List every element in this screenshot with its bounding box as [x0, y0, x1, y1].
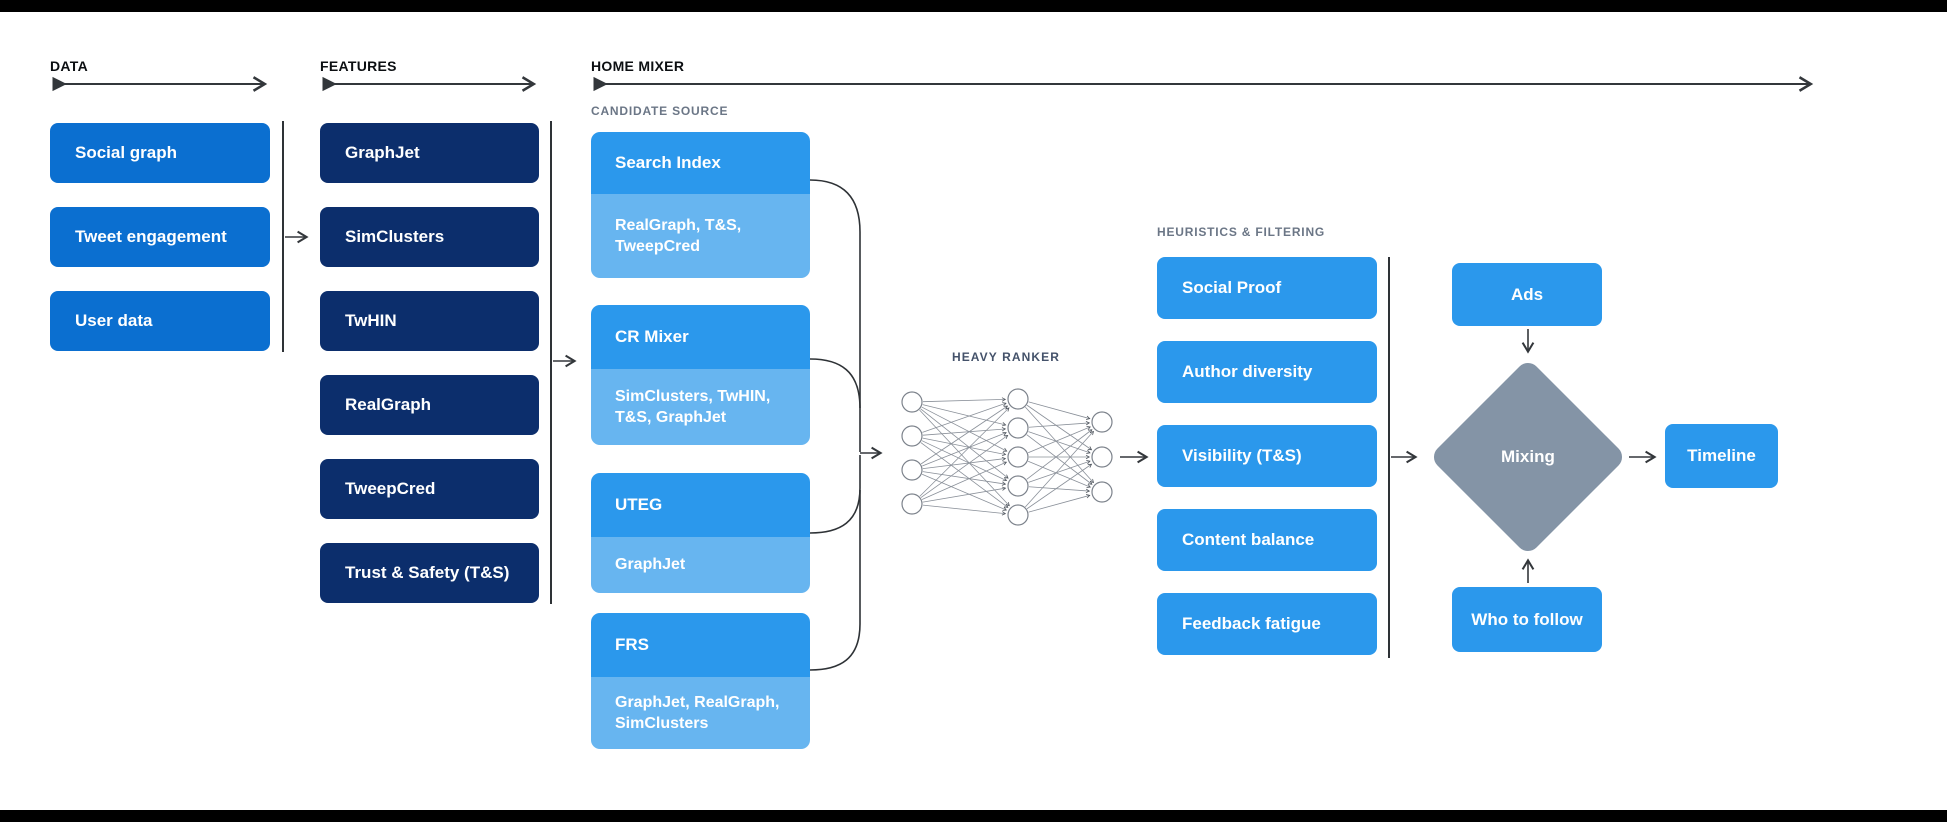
candidate-source-uteg: UTEG GraphJet: [591, 473, 810, 593]
heuristic-node-content-balance: Content balance: [1157, 509, 1377, 571]
node-label: Social Proof: [1182, 278, 1282, 297]
candidate-source-inputs: RealGraph, T&S, TweepCred: [591, 194, 810, 278]
node-label: RealGraph, T&S, TweepCred: [615, 216, 742, 255]
node-label: SimClusters: [345, 227, 445, 246]
candidate-source-title: FRS: [591, 613, 810, 677]
data-node-user-data: User data: [50, 291, 270, 351]
feature-node-simclusters: SimClusters: [320, 207, 539, 267]
node-label: TweepCred: [345, 479, 436, 498]
neural-network-edges: [919, 397, 1094, 516]
node-label: Search Index: [615, 153, 721, 172]
candidate-source-inputs: GraphJet: [591, 537, 810, 593]
node-label: Ads: [1510, 284, 1544, 304]
node-label: FRS: [615, 635, 649, 654]
section-label-features: FEATURES: [320, 58, 397, 74]
timeline-node: Timeline: [1665, 424, 1778, 488]
section-label-heavy-ranker: HEAVY RANKER: [951, 350, 1061, 364]
data-node-tweet-engagement: Tweet engagement: [50, 207, 270, 267]
data-node-social-graph: Social graph: [50, 123, 270, 183]
node-label: UTEG: [615, 495, 663, 514]
node-label: Author diversity: [1182, 362, 1313, 381]
heuristic-node-author-diversity: Author diversity: [1157, 341, 1377, 403]
node-label: Trust & Safety (T&S): [345, 563, 510, 582]
candidate-source-search-index: Search Index RealGraph, T&S, TweepCred: [591, 132, 810, 278]
section-label-candidate-source: CANDIDATE SOURCE: [591, 104, 729, 118]
node-label: Visibility (T&S): [1182, 446, 1302, 465]
heuristic-node-visibility: Visibility (T&S): [1157, 425, 1377, 487]
candidate-source-frs: FRS GraphJet, RealGraph, SimClusters: [591, 613, 810, 749]
section-label-home-mixer: HOME MIXER: [591, 58, 685, 74]
node-label: GraphJet: [345, 143, 420, 162]
heuristic-node-social-proof: Social Proof: [1157, 257, 1377, 319]
candidate-source-inputs: SimClusters, TwHIN, T&S, GraphJet: [591, 369, 810, 445]
node-label: Content balance: [1182, 530, 1315, 549]
top-black-bar: [0, 0, 1947, 12]
heuristic-node-feedback-fatigue: Feedback fatigue: [1157, 593, 1377, 655]
candidate-source-title: UTEG: [591, 473, 810, 537]
node-label: GraphJet, RealGraph, SimClusters: [615, 693, 780, 732]
node-label: RealGraph: [345, 395, 431, 414]
candidate-source-inputs: GraphJet, RealGraph, SimClusters: [591, 677, 810, 749]
node-label: Feedback fatigue: [1182, 614, 1321, 633]
mixing-diamond: Mixing: [1429, 358, 1627, 556]
ads-node: Ads: [1452, 263, 1602, 326]
node-label: GraphJet: [615, 556, 686, 574]
feature-node-twhin: TwHIN: [320, 291, 539, 351]
node-label: Tweet engagement: [75, 227, 227, 246]
node-label: Who to follow: [1471, 609, 1583, 629]
node-label: SimClusters, TwHIN, T&S, GraphJet: [615, 387, 771, 426]
feature-node-trust-safety: Trust & Safety (T&S): [320, 543, 539, 603]
bottom-black-bar: [0, 810, 1947, 822]
who-to-follow-node: Who to follow: [1452, 587, 1602, 652]
section-label-heuristics: HEURISTICS & FILTERING: [1157, 225, 1326, 239]
neural-network-nodes: [901, 388, 1113, 526]
node-label: CR Mixer: [615, 327, 689, 346]
feature-node-realgraph: RealGraph: [320, 375, 539, 435]
node-label: Timeline: [1687, 446, 1756, 465]
node-label: User data: [75, 311, 153, 330]
node-label: TwHIN: [345, 311, 397, 330]
candidate-source-title: Search Index: [591, 132, 810, 194]
node-label: Mixing: [1501, 447, 1555, 466]
node-label: Social graph: [75, 143, 178, 162]
feature-node-graphjet: GraphJet: [320, 123, 539, 183]
section-label-data: DATA: [50, 58, 89, 74]
feature-node-tweepcred: TweepCred: [320, 459, 539, 519]
candidate-source-cr-mixer: CR Mixer SimClusters, TwHIN, T&S, GraphJ…: [591, 305, 810, 445]
candidate-source-title: CR Mixer: [591, 305, 810, 369]
